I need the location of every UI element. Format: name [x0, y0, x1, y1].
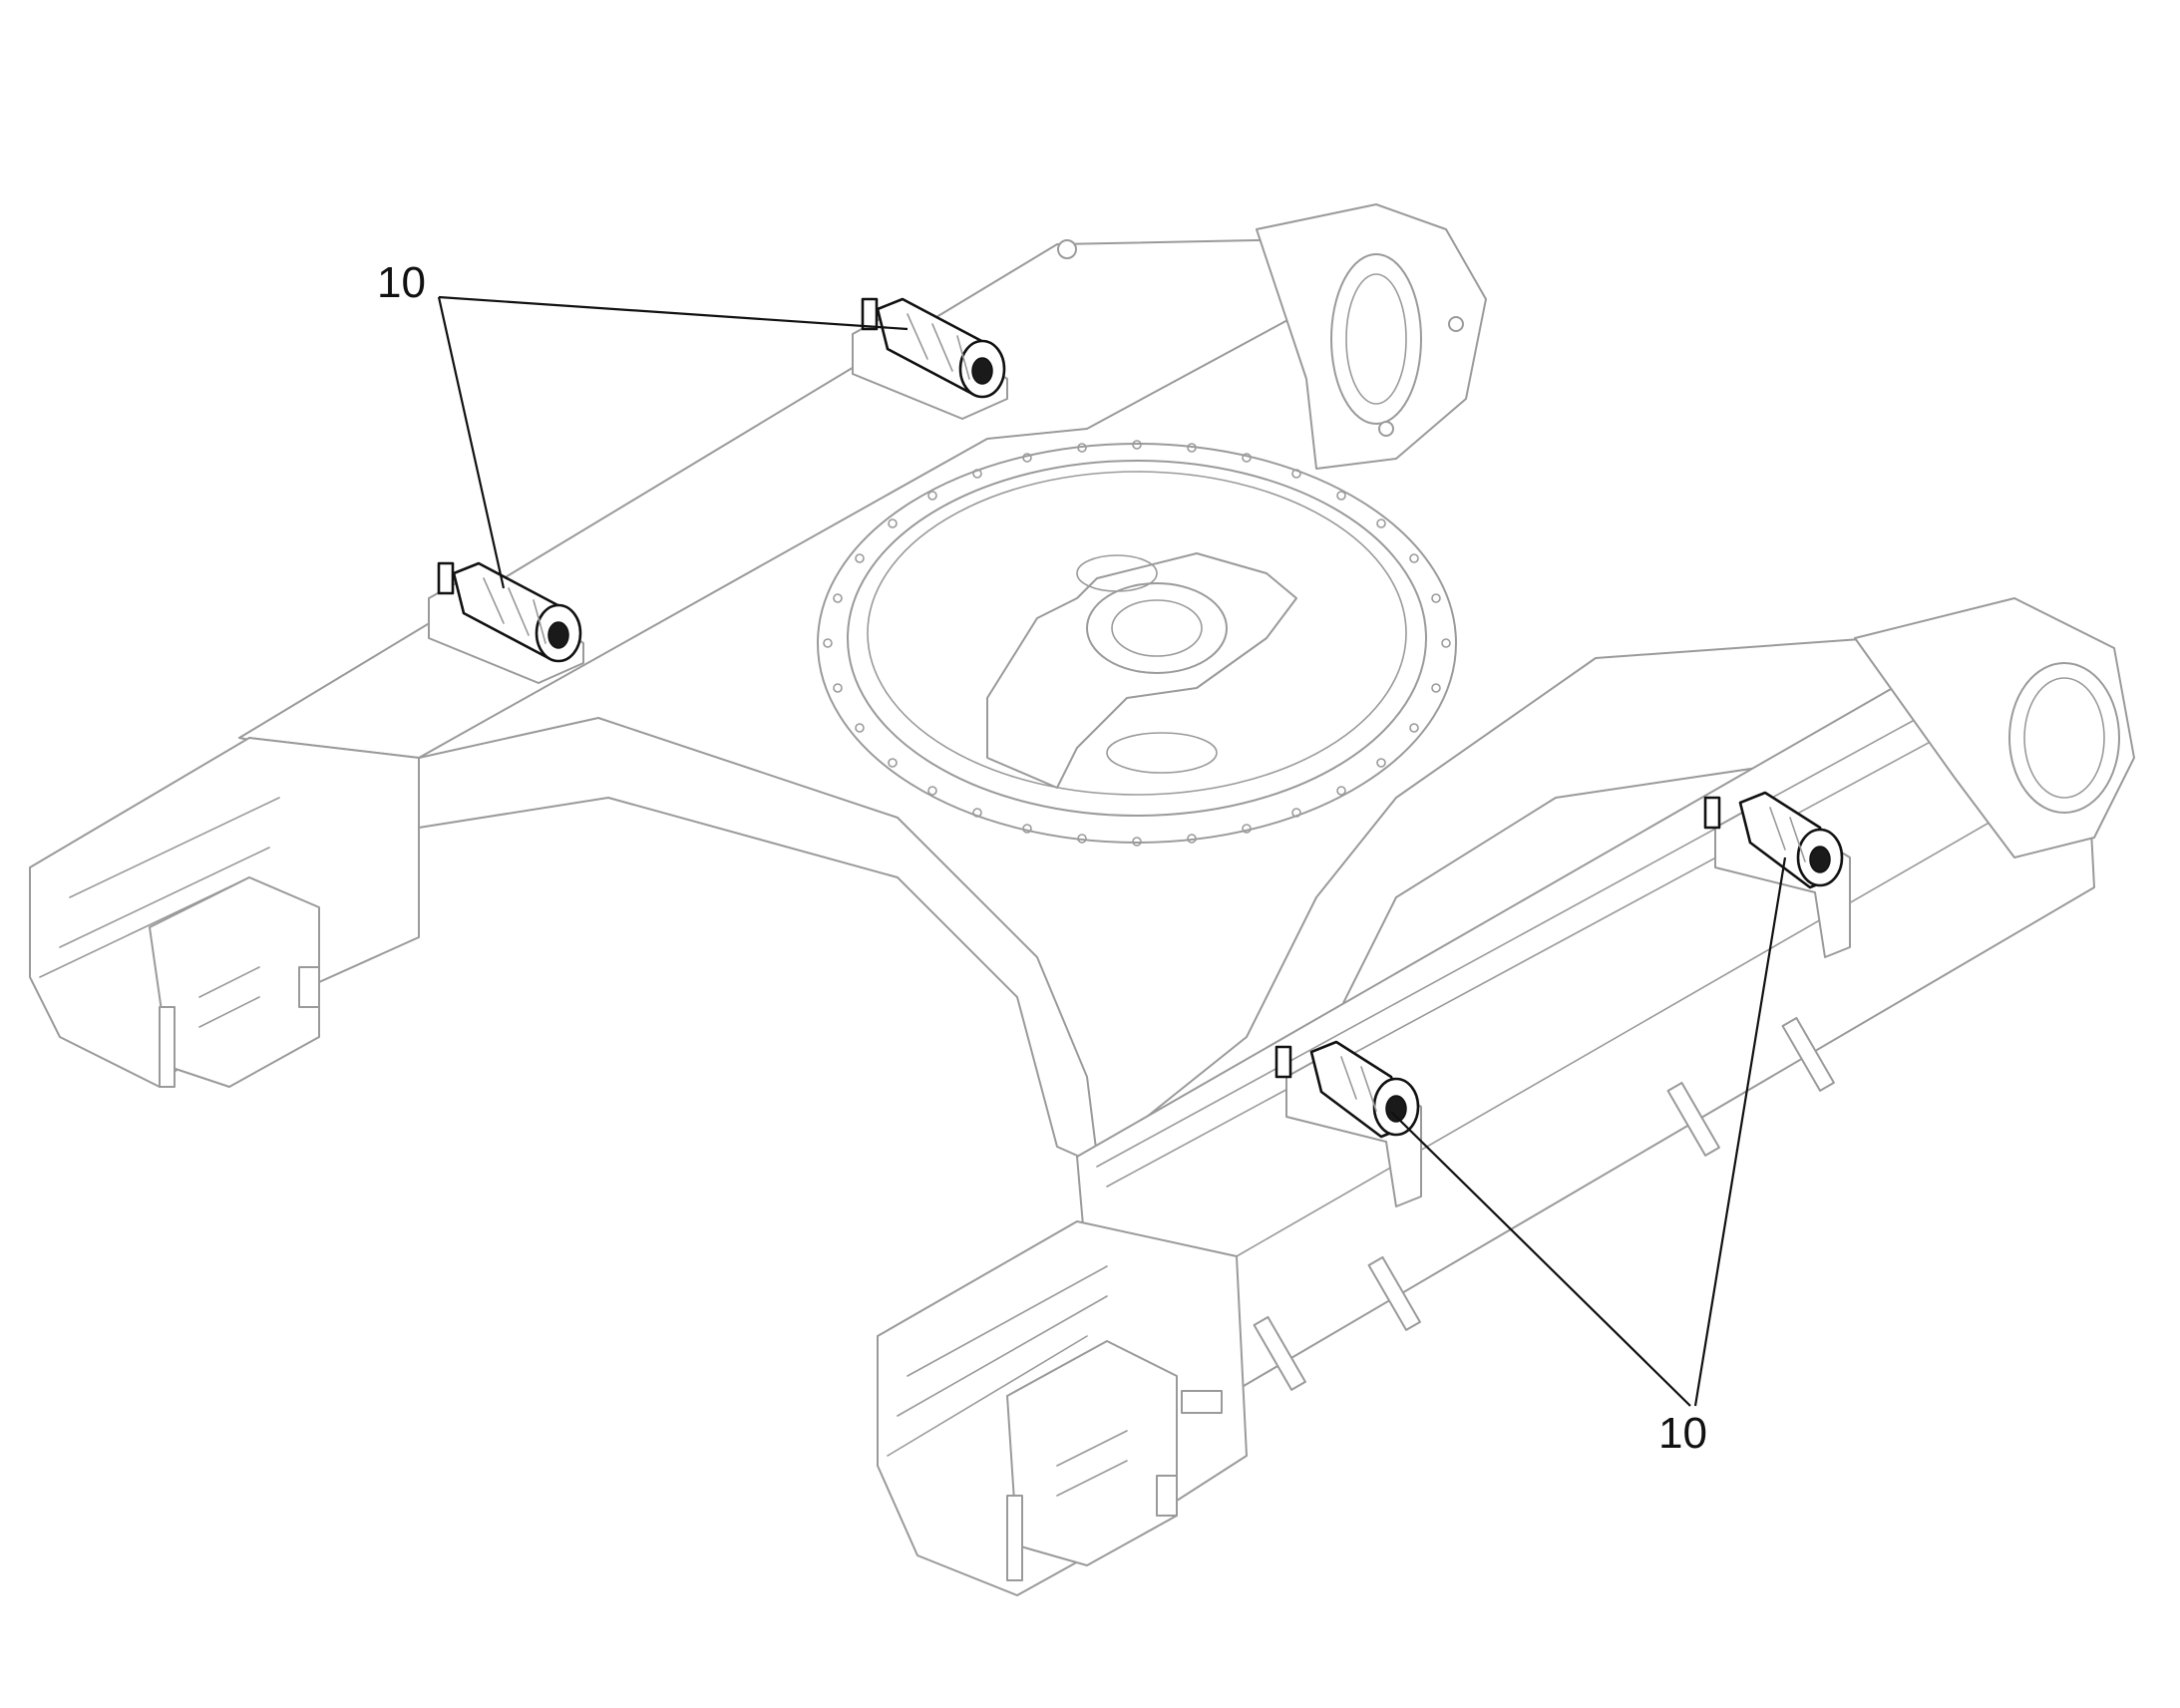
- track-roller-lower-front: [1274, 1040, 1422, 1207]
- callout-label: 10: [1658, 1409, 1707, 1458]
- track-roller-upper-front: [428, 561, 584, 684]
- slewing-ring: [817, 440, 1457, 847]
- leader-line: [1693, 856, 1787, 1407]
- ring-bolt-holes: [823, 440, 1451, 847]
- callout-upper-left: 10: [377, 258, 908, 589]
- leader-line: [1390, 1111, 1691, 1407]
- leader-line: [437, 296, 506, 589]
- leader-line: [438, 295, 908, 331]
- callout-lower-right: 10: [1390, 856, 1787, 1458]
- track-roller-upper-back: [852, 297, 1008, 420]
- track-roller-lower-back: [1703, 791, 1851, 958]
- callout-label: 10: [377, 258, 426, 307]
